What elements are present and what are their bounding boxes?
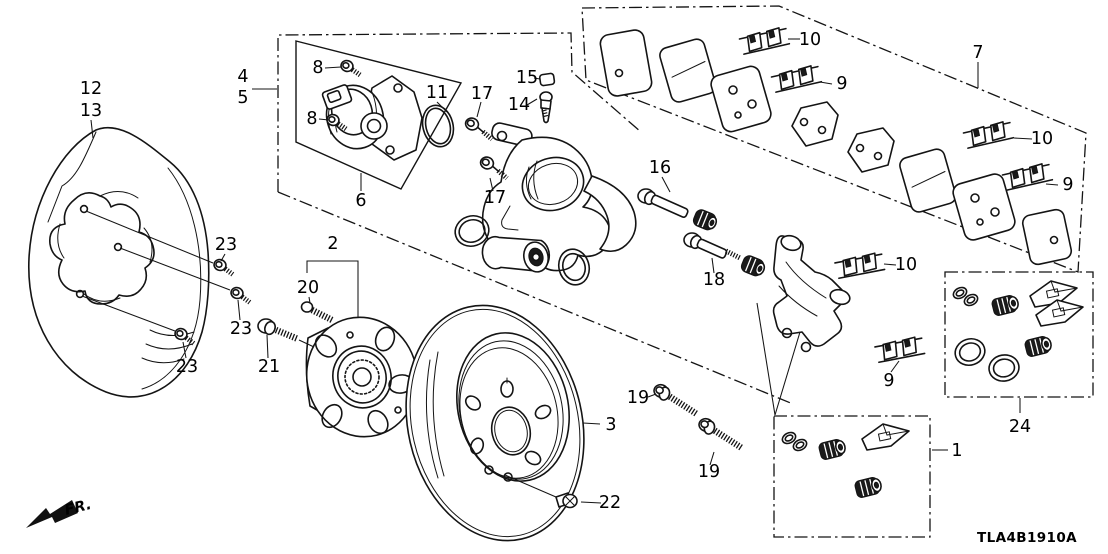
label-12: 12 xyxy=(80,79,102,99)
label-2: 2 xyxy=(327,234,338,254)
label-24: 24 xyxy=(1009,417,1031,437)
splash-guard-bolt xyxy=(213,258,236,275)
pin-boot xyxy=(738,253,768,279)
pin-boot-kit-box-1 xyxy=(756,302,931,538)
pad-retainer-clip xyxy=(873,333,927,367)
label-18: 18 xyxy=(703,270,725,290)
label-19: 19 xyxy=(627,388,649,408)
label-14: 14 xyxy=(508,95,530,115)
piston-boot xyxy=(557,248,591,286)
label-10: 10 xyxy=(799,30,821,50)
brake-pad-set-right xyxy=(897,119,1073,266)
bleeder-cap xyxy=(538,72,556,87)
rotor-set-screw xyxy=(555,492,578,509)
actuator-bolt xyxy=(340,59,363,75)
label-8: 8 xyxy=(312,58,323,78)
label-23: 23 xyxy=(230,319,252,339)
label-1: 1 xyxy=(951,441,962,461)
pad-kit-box-7 xyxy=(581,5,1087,273)
label-23: 23 xyxy=(215,235,237,255)
caliper-bracket xyxy=(772,234,851,353)
leader-lines xyxy=(81,38,1059,504)
slide-pin-a xyxy=(637,188,689,218)
hub-mount-bolt xyxy=(257,318,315,348)
label-9: 9 xyxy=(883,371,894,391)
motor-gear-unit-box-6 xyxy=(295,40,463,190)
bracket-mount-bolt xyxy=(651,383,701,413)
label-5: 5 xyxy=(237,88,248,108)
caliper-body xyxy=(481,122,637,272)
parking-brake-actuator xyxy=(321,75,423,161)
fr-label: FR. xyxy=(63,497,93,519)
brake-pad-set-left xyxy=(599,25,895,173)
caliper-seal-kit-contents xyxy=(950,280,1084,385)
label-7: 7 xyxy=(972,43,983,63)
label-4: 4 xyxy=(237,67,248,87)
splash-guard-bolt xyxy=(230,286,253,303)
splash-guard xyxy=(28,126,210,398)
label-9: 9 xyxy=(1062,175,1073,195)
caliper-piston xyxy=(481,235,551,273)
label-17: 17 xyxy=(484,188,506,208)
hub-bearing-assembly xyxy=(305,316,419,438)
label-3: 3 xyxy=(605,415,616,435)
label-10: 10 xyxy=(1031,129,1053,149)
label-6: 6 xyxy=(355,191,366,211)
label-21: 21 xyxy=(258,357,280,377)
pad-retainer-clip xyxy=(833,249,887,283)
part-callouts: 12 13 4 5 8 8 11 15 14 17 17 16 18 7 10 … xyxy=(80,30,1074,513)
fr-arrow-icon xyxy=(26,500,78,528)
piston-seal xyxy=(454,214,490,248)
diagram-code: TLA4B1910A xyxy=(977,530,1077,546)
bracket-mount-bolt xyxy=(696,417,746,447)
fr-direction-indicator: FR. xyxy=(26,497,93,528)
pin-boot xyxy=(690,207,720,233)
slide-pin-b xyxy=(683,232,742,261)
label-11: 11 xyxy=(426,83,448,103)
label-20: 20 xyxy=(297,278,319,298)
label-8: 8 xyxy=(306,109,317,129)
label-16: 16 xyxy=(649,158,671,178)
caliper-seal-kit-box-24 xyxy=(944,271,1094,398)
label-9: 9 xyxy=(836,74,847,94)
wheel-stud xyxy=(300,301,334,323)
label-13: 13 xyxy=(80,101,102,121)
o-ring xyxy=(421,104,455,148)
label-17: 17 xyxy=(471,84,493,104)
brake-rotor xyxy=(405,304,585,542)
pin-boot-kit-contents xyxy=(779,423,910,500)
bleeder-screw xyxy=(539,91,553,124)
caliper-assembly-box-4-5 xyxy=(277,32,794,405)
label-10: 10 xyxy=(895,255,917,275)
label-19: 19 xyxy=(698,462,720,482)
label-22: 22 xyxy=(599,493,621,513)
caliper-slide-bolt xyxy=(463,116,496,139)
label-15: 15 xyxy=(516,68,538,88)
label-23: 23 xyxy=(176,357,198,377)
